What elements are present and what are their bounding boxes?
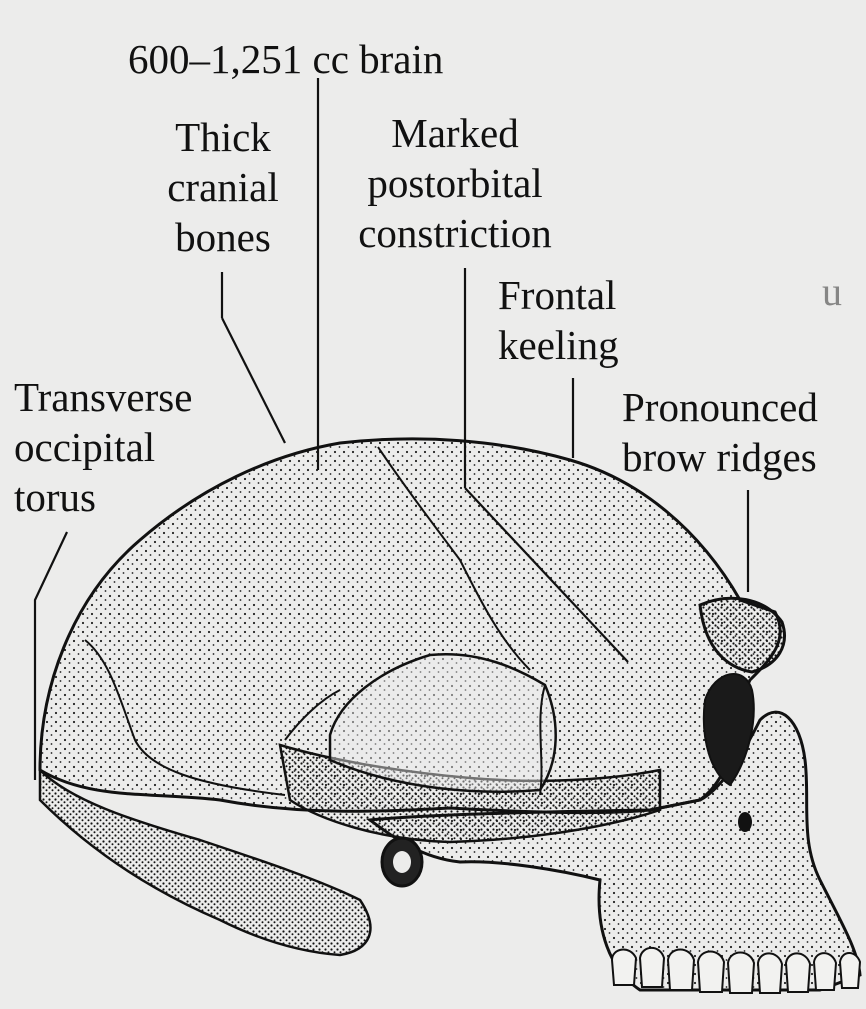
label-line: Pronounced — [622, 382, 818, 432]
label-occipital-torus: Transverse occipital torus — [14, 372, 192, 522]
label-line: brow ridges — [622, 432, 818, 482]
label-line: keeling — [498, 320, 619, 370]
label-line: Transverse — [14, 372, 192, 422]
label-line: constriction — [335, 208, 575, 258]
label-thick-cranial-bones: Thick cranial bones — [150, 112, 296, 262]
teeth — [612, 948, 860, 993]
label-frontal-keeling: Frontal keeling — [498, 270, 619, 370]
label-line: occipital — [14, 422, 192, 472]
label-line: Marked — [335, 108, 575, 158]
label-brain-volume: 600–1,251 cc brain — [128, 34, 443, 84]
label-line: postorbital — [335, 158, 575, 208]
label-line: Thick — [150, 112, 296, 162]
svg-text:u: u — [822, 269, 842, 314]
background-text-fragment: u — [822, 269, 842, 314]
leader-thick-bones-diagonal — [222, 318, 285, 443]
infraorbital-foramen — [738, 812, 752, 832]
label-line: torus — [14, 472, 192, 522]
label-line: Frontal — [498, 270, 619, 320]
label-line: bones — [150, 212, 296, 262]
label-postorbital-constriction: Marked postorbital constriction — [335, 108, 575, 258]
label-line: cranial — [150, 162, 296, 212]
label-brow-ridges: Pronounced brow ridges — [622, 382, 818, 482]
